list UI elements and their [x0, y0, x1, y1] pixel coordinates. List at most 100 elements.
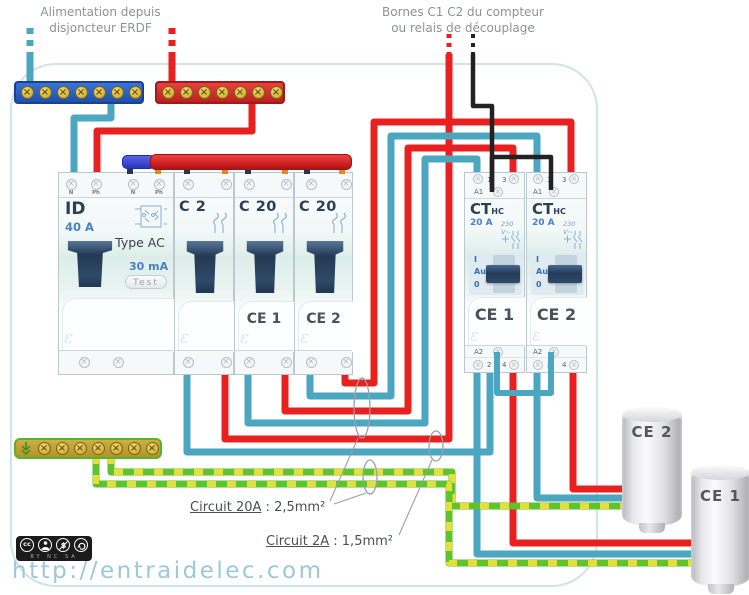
- earth-terminal-block: ×××××××: [14, 438, 162, 459]
- ct2-a1-row: A1 ×: [527, 186, 586, 199]
- circuit-20a-value: : 2,5mm²: [261, 500, 326, 515]
- terminal-screw: ×: [127, 179, 139, 190]
- terminal-screw: ×: [20, 86, 34, 99]
- ct2-rocker[interactable]: [548, 265, 582, 283]
- terminal-screw: ×: [340, 357, 352, 368]
- terminal-screw: ×: [251, 86, 265, 99]
- ct1-mode-switch[interactable]: I Auto 0: [469, 253, 522, 295]
- terminal-screw: ×: [37, 442, 51, 455]
- terminal-screw: ×: [91, 442, 105, 455]
- terminal-screw: ×: [109, 442, 123, 455]
- brand-mark: ε: [532, 326, 542, 346]
- busbar: [122, 154, 352, 174]
- c20ce2-load-label: CE 2: [306, 311, 341, 327]
- rcd-bottom-terminals: ××: [59, 350, 173, 374]
- rcd-switch-handle[interactable]: [67, 241, 113, 287]
- ct1-load-label: CE 1: [474, 305, 515, 324]
- circuit-2a-value: : 1,5mm²: [329, 534, 393, 549]
- terminal-screw: ×: [280, 357, 292, 368]
- supply-label: Alimentation depuis disjoncteur ERDF: [18, 5, 183, 37]
- cc-nc-icon: $: [56, 538, 70, 552]
- terminal-screw: ×: [153, 179, 165, 190]
- ct2-load-label: CE 2: [536, 305, 577, 324]
- c20ce2-switch-handle[interactable]: [306, 241, 344, 293]
- ct1-a1-label: A1: [474, 188, 484, 196]
- terminal-screw: ×: [110, 86, 124, 99]
- ct1-terminal-1: 1: [487, 176, 492, 184]
- terminal-screw: ×: [220, 357, 232, 368]
- brand-mark: ε: [64, 328, 74, 348]
- terminal-label-ph1: Ph: [92, 190, 100, 196]
- terminal-screw: ×: [78, 357, 90, 368]
- circuit-20a-label: Circuit 20A: [190, 500, 262, 515]
- ct1-rocker[interactable]: [486, 265, 520, 283]
- terminal-screw: ×: [197, 86, 211, 99]
- terminal-screw: ×: [305, 179, 317, 190]
- c20ce2-top-terminals: ××: [295, 173, 352, 198]
- c2-switch-handle[interactable]: [186, 241, 224, 293]
- terminal-screw: ×: [55, 442, 69, 455]
- terminal-screw: ×: [509, 174, 519, 184]
- c20ce1-switch-handle[interactable]: [246, 241, 284, 293]
- terminal-screw: ×: [280, 179, 292, 190]
- c2-bottom-terminals: ××: [175, 350, 233, 374]
- circuit-20a-note: Circuit 20A : 2,5mm²: [190, 500, 325, 515]
- terminal-screw: ×: [179, 86, 193, 99]
- circuit-2a-label: Circuit 2A: [266, 534, 330, 549]
- rcd-model-label: ID: [65, 199, 86, 219]
- brand-mark: ε: [180, 328, 190, 348]
- ct2-terminal-4: 4: [562, 361, 567, 369]
- terminal-screw: ×: [90, 179, 102, 190]
- module-breaker-c20-ce2: ×× C 20 CE 2 ε ××: [294, 172, 353, 375]
- meter-label-line2: ou relais de découplage: [391, 20, 535, 35]
- terminal-screw: ×: [533, 174, 543, 184]
- ct1-model-label: CTHC: [470, 200, 504, 218]
- cc-sa-icon: [74, 538, 88, 552]
- ct1-terminal-4: 4: [502, 361, 507, 369]
- terminal-screw: ×: [305, 357, 317, 368]
- rcd-top-terminals: N Ph N Ph ××××: [59, 173, 173, 198]
- cc-license-text: BY NC SA: [30, 554, 78, 560]
- circuit-2a-note: Circuit 2A : 1,5mm²: [266, 534, 393, 549]
- c20ce1-bottom-terminals: ××: [235, 350, 293, 374]
- ct2-a2-label: A2: [533, 348, 543, 356]
- ct2-terminal-3: 3: [562, 176, 567, 184]
- ct2-mode-switch[interactable]: I Auto 0: [531, 253, 584, 295]
- ct1-top-terminals: 1 3 ××: [465, 173, 524, 187]
- c2-top-terminals: ××: [175, 173, 233, 198]
- terminal-label-ph2: Ph: [155, 190, 163, 196]
- ct2-terminal-2: 2: [547, 361, 552, 369]
- terminal-screw: ×: [127, 442, 141, 455]
- terminal-screw: ×: [340, 179, 352, 190]
- terminal-screw: ×: [533, 360, 543, 370]
- c20ce1-top-terminals: ××: [235, 173, 293, 198]
- ct2-terminal-1: 1: [547, 176, 552, 184]
- ct1-pos-off: 0: [474, 280, 480, 289]
- ct1-bottom-terminals: 2 4 ××: [465, 357, 524, 372]
- neutral-terminal-block: ×××××××: [14, 81, 144, 104]
- rcd-type-label: Type AC: [115, 235, 165, 250]
- meter-label-line1: Bornes C1 C2 du compteur: [382, 5, 544, 19]
- terminal-screw: ×: [73, 442, 87, 455]
- terminal-screw: ×: [182, 357, 194, 368]
- ct2-rating-label: 20 A: [532, 218, 555, 228]
- ct1-pos-on: I: [474, 255, 477, 264]
- terminal-screw: ×: [220, 179, 232, 190]
- terminal-screw: ×: [243, 179, 255, 190]
- supply-label-line2: disjoncteur ERDF: [49, 20, 152, 35]
- rcd-rating-label: 40 A: [65, 220, 94, 234]
- water-heater-ce1: CE 1: [691, 465, 749, 587]
- site-watermark: http://entraidelec.com: [12, 558, 324, 584]
- rcd-front-flap: [62, 298, 174, 352]
- terminal-screw: ×: [233, 86, 247, 99]
- terminal-screw: ×: [92, 86, 106, 99]
- module-breaker-c20-ce1: ×× C 20 CE 1 ε ××: [234, 172, 294, 375]
- terminal-screw: ×: [549, 187, 559, 197]
- terminal-screw: ×: [182, 179, 194, 190]
- rcd-test-button[interactable]: Test: [125, 275, 167, 289]
- ct1-terminal-2: 2: [487, 361, 492, 369]
- terminal-screw: ×: [493, 347, 503, 357]
- breaker-symbol-icon: [213, 212, 227, 233]
- busbar-phase-segment: [150, 154, 352, 170]
